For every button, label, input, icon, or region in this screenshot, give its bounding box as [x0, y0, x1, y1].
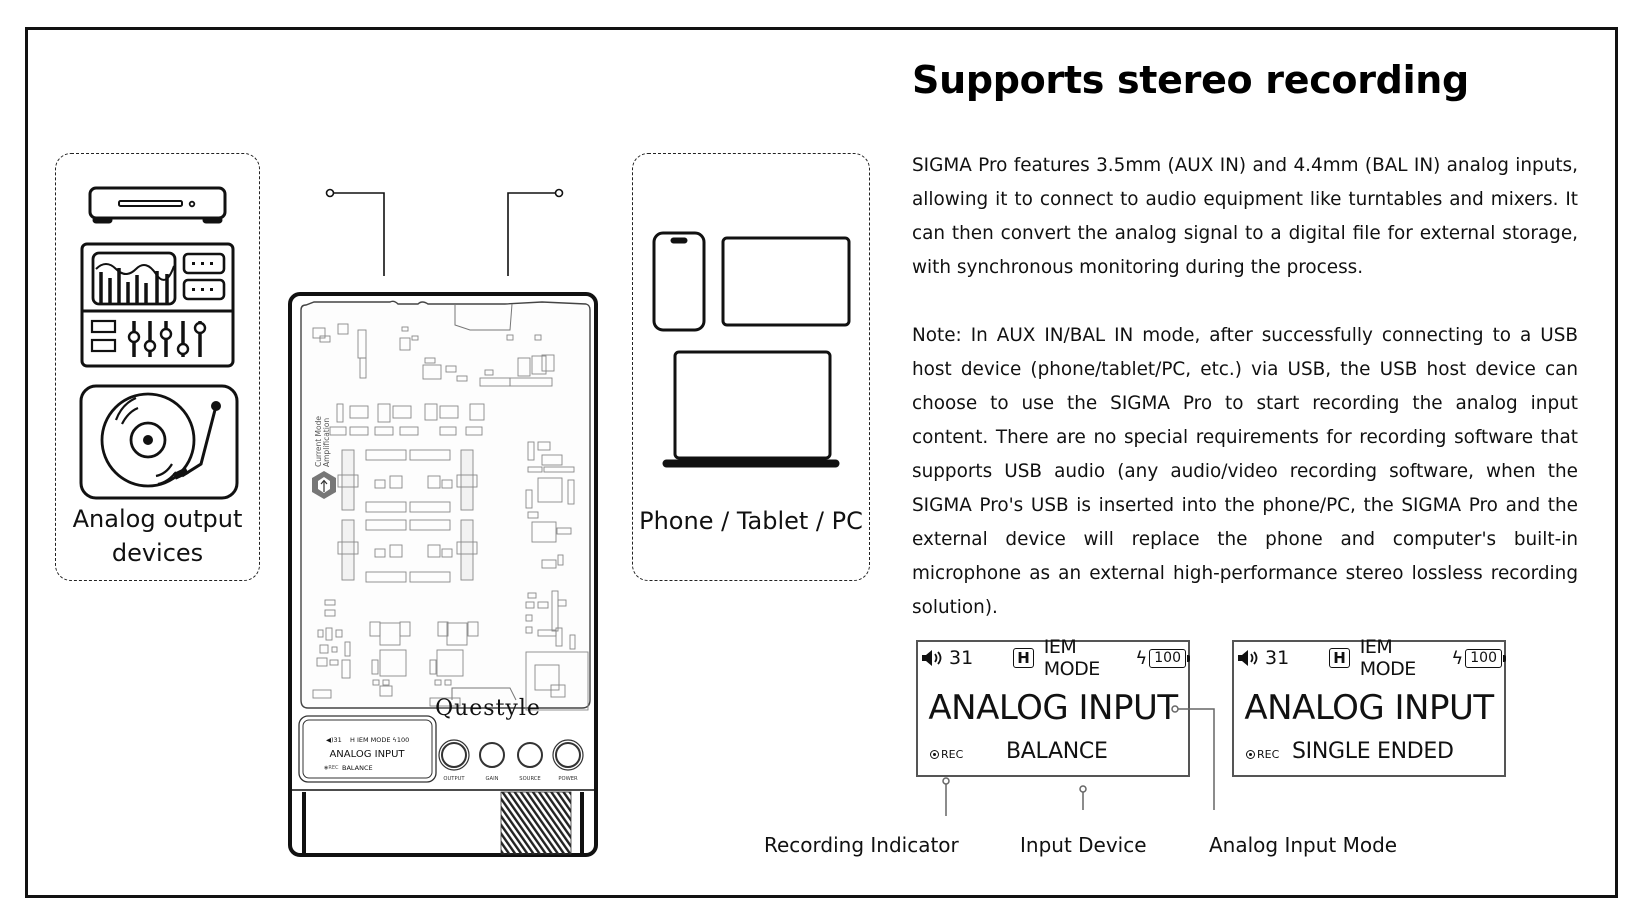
device-mini-screen: ◀)31 H IEM MODE ϟ100 ANALOG INPUT ◉REC B…: [298, 715, 437, 783]
volume-value: 31: [1265, 647, 1290, 669]
gain-badge: H: [1329, 648, 1350, 668]
power-button[interactable]: [552, 739, 584, 771]
charging-icon: ϟ: [1451, 647, 1464, 669]
cd-player-icon: [88, 186, 227, 224]
status-bar: 31 H IEM MODE ϟ 100: [921, 636, 1190, 680]
mini-mode: H IEM MODE ϟ100: [350, 736, 409, 744]
status-bar: 31 H IEM MODE ϟ 100: [1237, 636, 1506, 680]
outer-frame: [25, 27, 1618, 898]
current-mode-amplification-logo: Current Mode Amplification: [312, 416, 336, 499]
description-paragraph: SIGMA Pro features 3.5mm (AUX IN) and 4.…: [912, 155, 1578, 278]
button-label-power: POWER: [558, 776, 578, 782]
recording-indicator: REC: [1246, 748, 1279, 761]
display-balance: 31 H IEM MODE ϟ 100 ANALOG INPUT REC BAL…: [916, 636, 1190, 777]
battery-indicator: 100: [1465, 648, 1506, 668]
sigma-pro-device: Current Mode Amplification ◀)31 H IEM MO…: [288, 188, 598, 857]
volume-value: 31: [949, 647, 974, 669]
input-mode-label: BALANCE: [1006, 739, 1108, 764]
mini-volume: ◀)31: [326, 736, 342, 744]
output-knob[interactable]: [438, 739, 470, 771]
volume-indicator: 31: [1237, 647, 1289, 669]
note-paragraph: Note: In AUX IN/BAL IN mode, after succe…: [912, 325, 1578, 618]
volume-indicator: 31: [921, 647, 973, 669]
turntable-icon: [79, 384, 239, 500]
device-right-foot: [580, 792, 584, 854]
analog-output-devices-label: Analog output devices: [56, 502, 259, 570]
source-button[interactable]: [517, 742, 543, 768]
rec-label: REC: [941, 748, 964, 761]
display-single-ended: 31 H IEM MODE ϟ 100 ANALOG INPUT REC SIN…: [1232, 636, 1506, 777]
gain-badge: H: [1013, 648, 1034, 668]
mode-label: IEM MODE: [1043, 636, 1100, 680]
label-line-1: Analog output: [72, 505, 243, 533]
battery-indicator: 100: [1149, 648, 1190, 668]
record-icon: [1246, 750, 1255, 759]
main-label: ANALOG INPUT: [1244, 688, 1494, 728]
callout-input-device: Input Device: [1020, 833, 1147, 857]
phone-icon: [652, 231, 706, 332]
input-mode-label: SINGLE ENDED: [1292, 739, 1454, 764]
callout-analog-input-mode: Analog Input Mode: [1209, 833, 1398, 857]
rec-label: REC: [1257, 748, 1280, 761]
main-label: ANALOG INPUT: [928, 688, 1178, 728]
pcb-components: [312, 323, 589, 711]
button-label-gain: GAIN: [486, 776, 499, 782]
gain-button[interactable]: [479, 742, 505, 768]
speaker-icon: [1238, 650, 1258, 666]
pcb-label-line-1: Current Mode: [314, 416, 323, 467]
host-device-icons: [652, 231, 851, 468]
host-devices-label: Phone / Tablet / PC: [639, 507, 863, 535]
host-devices-group: Phone / Tablet / PC: [632, 153, 870, 581]
recording-indicator: REC: [930, 748, 963, 761]
analog-output-devices-group: Analog output devices: [55, 153, 260, 581]
brand-logo: Questyle: [435, 696, 541, 721]
laptop-icon: [662, 350, 840, 468]
pcb-window: [300, 300, 591, 709]
mixer-console-icon: [80, 242, 235, 368]
record-icon: [930, 750, 939, 759]
mini-main: ANALOG INPUT: [329, 749, 405, 760]
button-label-output: OUTPUT: [443, 776, 465, 782]
button-label-source: SOURCE: [519, 776, 540, 782]
device-left-foot: [302, 792, 306, 854]
pcb-label-line-2: Amplification: [322, 418, 331, 467]
top-connector-lines: [325, 188, 564, 276]
device-buttons: [438, 739, 584, 771]
volume-wheel[interactable]: [500, 791, 572, 855]
analog-device-icons: [79, 186, 239, 500]
speaker-icon: [922, 650, 942, 666]
label-line-2: devices: [111, 539, 204, 567]
mode-label: IEM MODE: [1359, 636, 1416, 680]
callout-recording-indicator: Recording Indicator: [764, 833, 959, 857]
mini-sub: BALANCE: [342, 764, 373, 772]
tablet-icon: [721, 236, 851, 327]
mini-rec: ◉REC: [324, 765, 339, 771]
charging-icon: ϟ: [1135, 647, 1148, 669]
page-title: Supports stereo recording: [912, 58, 1469, 102]
